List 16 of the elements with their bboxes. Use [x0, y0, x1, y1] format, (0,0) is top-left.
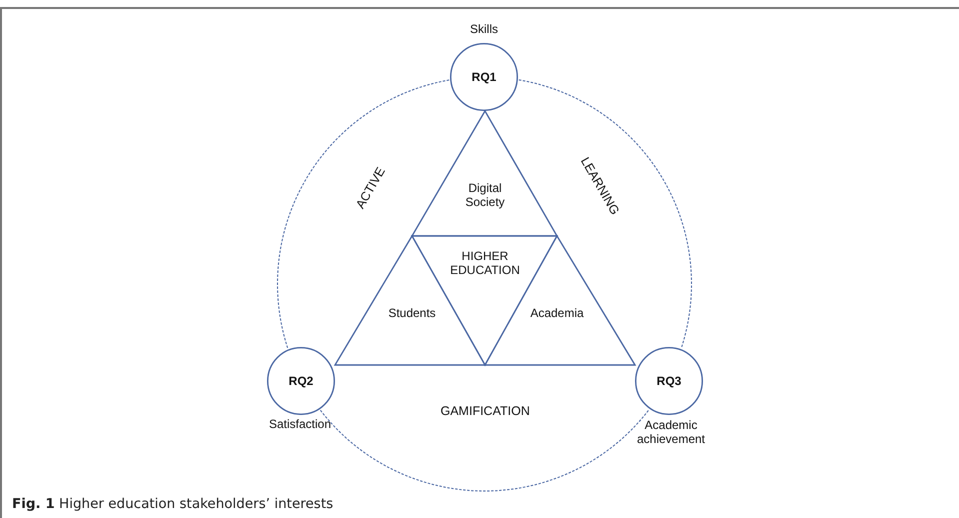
arc-label: GAMIFICATION — [440, 404, 530, 418]
dashed-arc — [518, 79, 692, 349]
node-caption: Academic achievement — [636, 418, 706, 446]
node-label: Academia — [529, 306, 585, 320]
triangle-node — [412, 111, 557, 236]
node-label: RQ2 — [288, 374, 314, 388]
node-label: Students — [387, 306, 437, 320]
node-caption: Skills — [468, 22, 499, 36]
figure-caption: Fig. 1 Higher education stakeholders’ interests — [12, 496, 334, 512]
node-label: HIGHER EDUCATION — [449, 249, 521, 277]
node-label: RQ3 — [656, 374, 682, 388]
node-label: Digital Society — [464, 181, 506, 209]
dashed-arc — [277, 80, 450, 350]
node-label: RQ1 — [472, 70, 496, 84]
dashed-arc — [320, 409, 650, 492]
node-caption: Satisfaction — [268, 417, 332, 431]
